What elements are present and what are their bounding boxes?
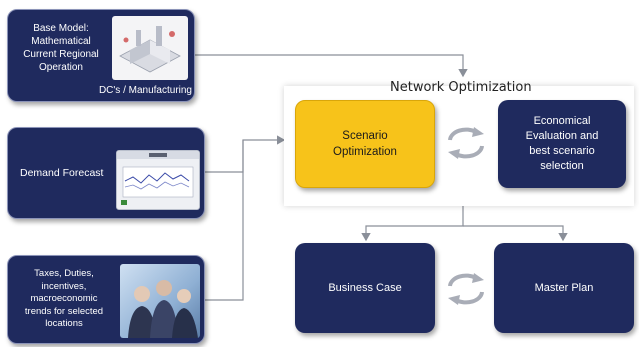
base-model-line1: Base Model:: [33, 23, 89, 34]
master-plan-box: Master Plan: [494, 243, 634, 333]
evaluation-line3: best scenario: [529, 145, 595, 157]
cycle-arrows-icon: [448, 127, 484, 159]
business-case-box: Business Case: [295, 243, 435, 333]
arrow-to-business-case: [361, 206, 464, 242]
business-people-image: [120, 264, 200, 338]
forecast-chart-image: [116, 150, 200, 210]
demand-forecast-box: Demand Forecast: [7, 127, 205, 219]
business-case-label: Business Case: [328, 282, 402, 294]
taxes-line2: incentives,: [41, 280, 87, 292]
base-model-caption: DC's / Manufacturing: [98, 85, 192, 96]
people-icon: [128, 280, 198, 338]
evaluation-line1: Economical: [533, 115, 591, 127]
base-model-line2: Mathematical: [31, 36, 91, 47]
cycle-arrows-icon: [448, 273, 484, 305]
evaluation-line2: Evaluation and: [525, 130, 599, 142]
forecast-chart-icon: [117, 151, 199, 205]
base-model-box: Base Model: Mathematical Current Regiona…: [7, 9, 195, 102]
factory-image: [112, 16, 188, 80]
scenario-line1: Scenario: [342, 130, 388, 142]
base-model-line3: Current Regional: [23, 49, 99, 60]
arrow-to-master-plan: [463, 225, 568, 242]
taxes-line4: trends for selected: [24, 305, 104, 317]
evaluation-line4: selection: [540, 160, 584, 172]
taxes-line5: locations: [45, 318, 83, 329]
arrow-base-model-to-network: [195, 54, 468, 78]
base-model-line4: Operation: [39, 62, 83, 73]
factory-icon: [119, 26, 181, 73]
arrow-demand-to-scenario: [205, 135, 286, 173]
taxes-line3: macroeconomic: [30, 293, 98, 304]
network-optimization-title: Network Optimization: [390, 80, 532, 95]
taxes-line1: Taxes, Duties,: [34, 268, 94, 279]
scenario-line2: Optimization: [333, 146, 397, 158]
demand-forecast-label: Demand Forecast: [20, 167, 104, 179]
economical-evaluation-box: Economical Evaluation and best scenario …: [498, 100, 626, 188]
taxes-box: Taxes, Duties, incentives, macroeconomic…: [7, 255, 205, 344]
master-plan-label: Master Plan: [534, 282, 594, 294]
arrow-taxes-to-scenario: [205, 140, 244, 301]
scenario-optimization-box: Scenario Optimization: [295, 100, 435, 188]
